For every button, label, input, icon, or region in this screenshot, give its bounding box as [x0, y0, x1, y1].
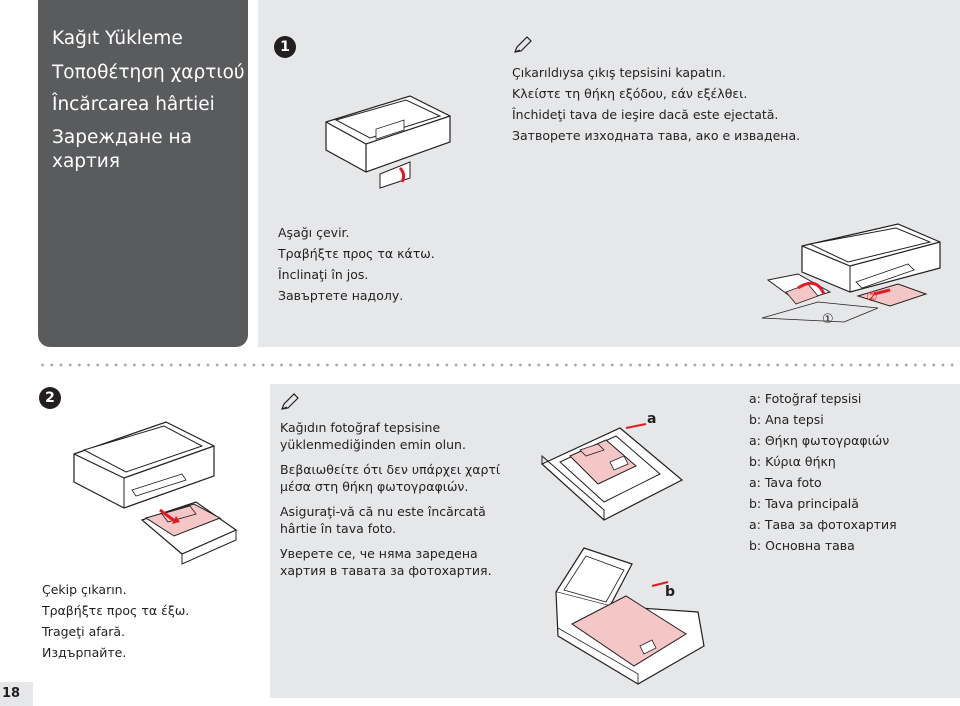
- legend-line-7: b: Основна тава: [749, 538, 855, 553]
- step2-note-line-0: Kağıdın fotoğraf tepsisine: [280, 420, 441, 435]
- step1-number: 1: [274, 36, 296, 58]
- step2-note-line-7: хартия в тавата за фотохартия.: [280, 563, 492, 578]
- step1-instruction-el: Τραβήξτε προς τα κάτω.: [278, 246, 435, 261]
- legend-line-1: b: Ana tepsi: [749, 412, 824, 427]
- step2-number: 2: [39, 387, 61, 409]
- title-tr: Kağıt Yükleme: [52, 28, 183, 49]
- title-bg-line1: Зареждане на: [52, 127, 192, 148]
- step1-note-line-ro: Închideţi tava de ieşire dacă este eject…: [512, 107, 779, 122]
- legend-line-6: a: Тава за фотохартия: [749, 517, 897, 532]
- step2-note-line-2: Βεβαιωθείτε ότι δεν υπάρχει χαρτί: [280, 462, 501, 477]
- step1-instruction-bg: Завъртете надолу.: [278, 288, 404, 303]
- printer-closed-illustration: [325, 95, 451, 189]
- step1-instruction-tr: Aşağı çevir.: [278, 225, 350, 240]
- title-el: Τοποθέτηση χαρτιού: [52, 62, 245, 83]
- callout-2: ②: [866, 290, 878, 305]
- step2-note-line-1: yüklenmediğinden emin olun.: [280, 437, 466, 452]
- label-b: b: [665, 584, 676, 600]
- title-bg-line2: хартия: [52, 151, 120, 172]
- step2-instruction-bg: Издърпайте.: [42, 645, 127, 660]
- step1-instruction-ro: Înclinaţi în jos.: [278, 267, 369, 282]
- label-a: a: [647, 411, 657, 427]
- pencil-note-icon: [281, 393, 299, 410]
- step2-note-line-3: μέσα στη θήκη φωτογραφιών.: [280, 479, 469, 494]
- legend-line-0: a: Fotoğraf tepsisi: [749, 391, 862, 406]
- step2-instruction-tr: Çekip çıkarın.: [42, 582, 127, 597]
- photo-tray-illustration: [540, 423, 684, 521]
- page-number: 18: [0, 682, 33, 706]
- step1-note-line-tr: Çıkarıldıysa çıkış tepsisini kapatın.: [512, 65, 726, 80]
- step2-instruction-el: Τραβήξτε προς τα έξω.: [42, 603, 190, 618]
- printer-pull-tray-illustration: [73, 421, 238, 565]
- title-ro: Încărcarea hârtiei: [52, 94, 215, 115]
- legend-line-2: a: Θήκη φωτογραφιών: [749, 433, 890, 448]
- main-tray-illustration: [555, 547, 705, 685]
- legend-line-5: b: Tava principală: [749, 496, 859, 511]
- step1-note-line-el: Κλείστε τη θήκη εξόδου, εάν εξέλθει.: [512, 86, 748, 101]
- callout-1: ①: [822, 312, 834, 327]
- legend-line-4: a: Tava foto: [749, 475, 822, 490]
- section-title-block: Kağıt Yükleme Τοποθέτηση χαρτιού Încărca…: [38, 0, 248, 347]
- step2-instruction-ro: Trageţi afară.: [42, 624, 126, 639]
- step2-note-line-4: Asiguraţi-vă că nu este încărcată: [280, 504, 486, 519]
- step1-note-line-bg: Затворете изходната тава, ако е извадена…: [512, 128, 801, 143]
- step2-note-line-6: Уверете се, че няма заредена: [280, 546, 478, 561]
- step2-note-line-5: hârtie în tava foto.: [280, 521, 397, 536]
- pencil-note-icon: [514, 36, 532, 53]
- section-divider: [38, 363, 960, 367]
- printer-tilt-panel-illustration: [761, 223, 941, 323]
- legend-line-3: b: Κύρια θήκη: [749, 454, 836, 469]
